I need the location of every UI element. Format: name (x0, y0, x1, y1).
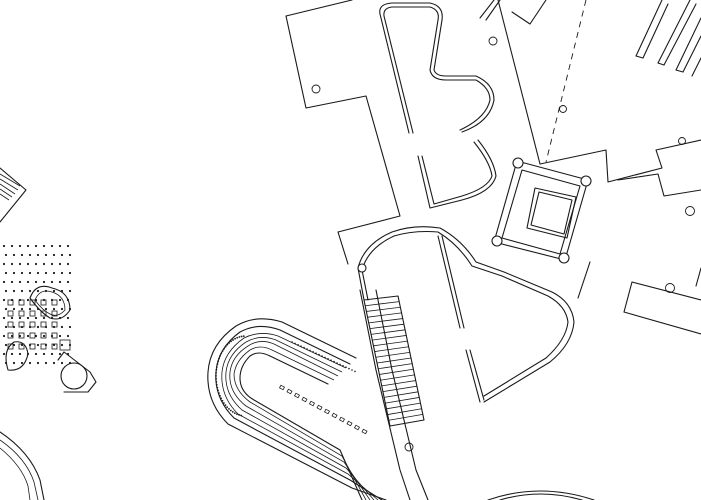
bottom-arc-inner (499, 493, 583, 500)
stepped-building-outline (285, 0, 401, 265)
serpentine-wall-upper (379, 2, 498, 209)
parking-stripes (635, 0, 701, 77)
staircase (363, 295, 425, 427)
stadium-dotted-track (215, 335, 356, 417)
column-marker (311, 84, 321, 94)
heart-garden (357, 226, 575, 500)
left-stair-block (0, 167, 27, 223)
upper-diagonals (479, 0, 587, 165)
scalloped-pavilion (29, 285, 71, 320)
column-marker-c (559, 105, 567, 113)
left-plaza-complex (0, 167, 97, 500)
square-pavilion (491, 157, 592, 264)
column-marker-b (488, 36, 498, 46)
round-tower (60, 362, 88, 390)
east-building-outline (539, 137, 701, 335)
left-curved-wall (0, 431, 45, 500)
colonnade-dots (2, 244, 72, 365)
tiered-stadium (207, 318, 387, 500)
stadium-markers (278, 384, 368, 435)
bottom-arc (487, 490, 595, 500)
